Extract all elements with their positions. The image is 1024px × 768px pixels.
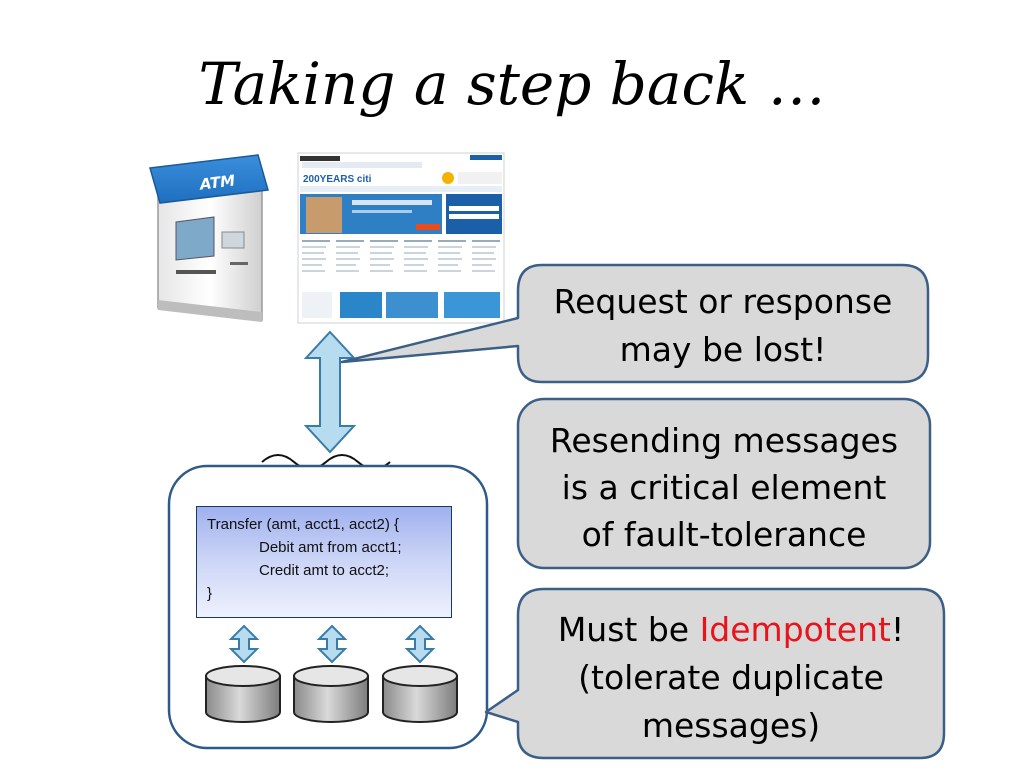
callout-lost-line2: may be lost!: [620, 330, 827, 369]
callout-resending: Resending messages is a critical element…: [516, 397, 932, 570]
callout-lost-line1: Request or response: [554, 282, 893, 321]
callout-resend-line3: of fault-tolerance: [582, 515, 867, 554]
atm-label: ATM: [198, 171, 236, 193]
callout-idem-line2: (tolerate duplicate: [578, 658, 884, 697]
code-line-2: Debit amt from acct1;: [259, 539, 402, 556]
website-screenshot-thumbnail: 200YEARS citi: [297, 152, 505, 324]
code-line-3: Credit amt to acct2;: [259, 562, 390, 579]
transfer-code-box: Transfer (amt, acct1, acct2) { Debit amt…: [196, 506, 452, 618]
callout-resend-line1: Resending messages: [550, 421, 898, 460]
callout-idem-line3: messages): [642, 706, 820, 745]
network-double-arrow-icon: [303, 330, 357, 454]
code-line-4: }: [207, 585, 213, 602]
database-3-icon: [382, 665, 458, 723]
callout-resend-line2: is a critical element: [562, 468, 887, 507]
idempotent-highlight: Idempotent: [700, 610, 891, 649]
callout-idem-suffix: !: [891, 610, 904, 649]
callout-idempotent: Must be Idempotent! (tolerate duplicate …: [484, 587, 946, 760]
database-1-icon: [205, 665, 281, 723]
database-2-icon: [293, 665, 369, 723]
atm-machine-icon: ATM: [149, 154, 269, 322]
callout-idem-prefix: Must be: [558, 610, 700, 649]
db-arrow-2-icon: [316, 624, 348, 664]
website-brand-logo: 200YEARS citi: [303, 174, 372, 185]
db-arrow-3-icon: [404, 624, 436, 664]
code-line-1: Transfer (amt, acct1, acct2) {: [207, 516, 400, 533]
slide-title: Taking a step back …: [198, 50, 826, 118]
callout-idem-line1: Must be Idempotent!: [558, 610, 904, 649]
db-arrow-1-icon: [228, 624, 260, 664]
callout-request-lost: Request or response may be lost!: [340, 263, 930, 384]
